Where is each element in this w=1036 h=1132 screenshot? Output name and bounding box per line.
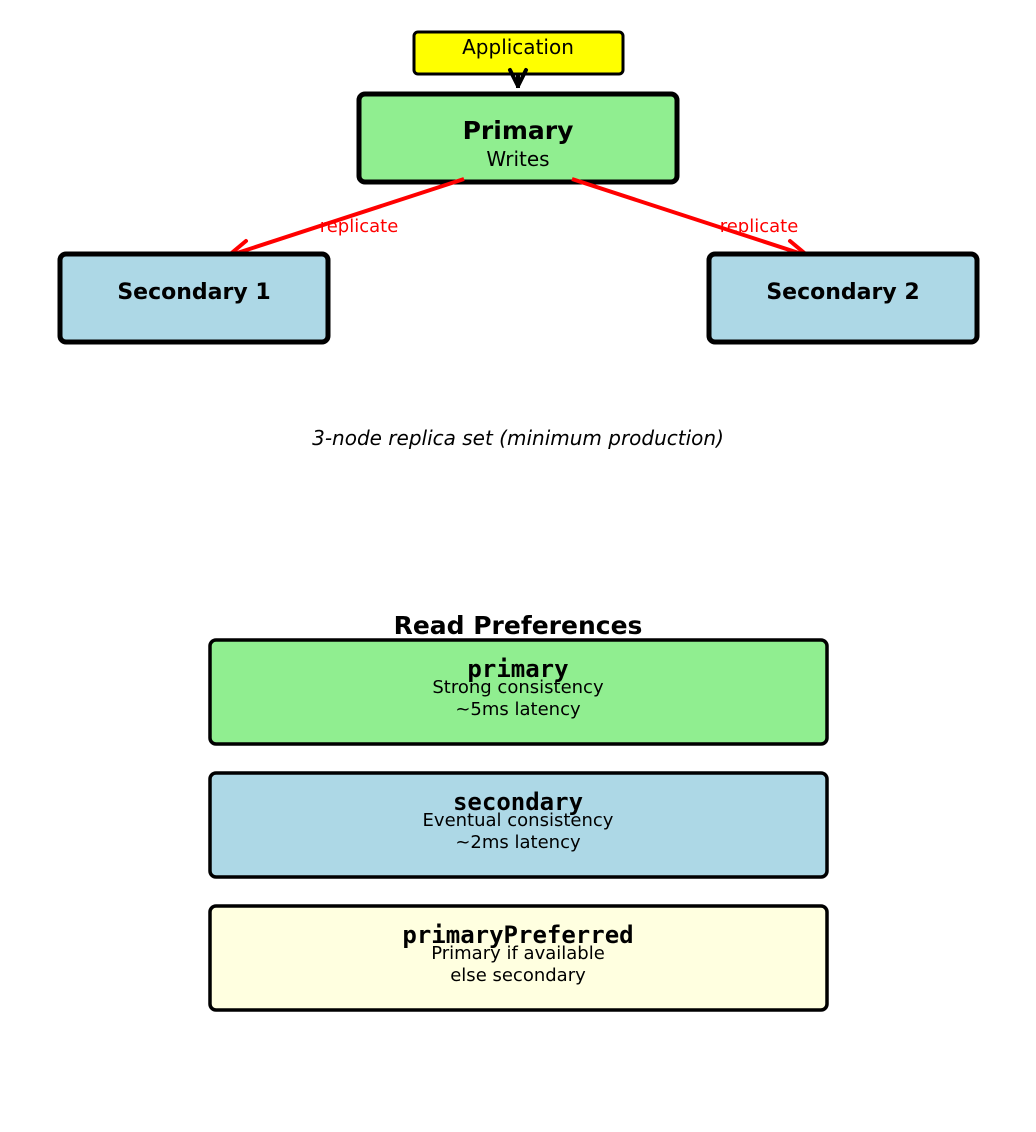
read-preference-primary-line1: Strong consistency [432, 677, 604, 698]
read-preference-primary-box [208, 638, 829, 746]
primary-subtitle: Writes [486, 147, 549, 171]
secondary-1-box [57, 251, 331, 345]
secondary-1-node: Secondary 1 [57, 251, 331, 345]
application-node: Application [412, 30, 625, 76]
read-preference-secondary-name: secondary [453, 788, 583, 816]
read-preference-primary-preferred: primaryPreferred Primary if available el… [208, 904, 829, 1012]
application-label: Application [462, 35, 574, 59]
secondary-1-title: Secondary 1 [117, 280, 270, 305]
read-preference-primary-preferred-line2: else secondary [450, 965, 586, 986]
secondary-2-title: Secondary 2 [766, 280, 919, 305]
read-preference-primary-preferred-box [208, 904, 829, 1012]
read-preference-primary-preferred-line1: Primary if available [431, 943, 605, 964]
read-preference-secondary-box [208, 771, 829, 879]
primary-node: Primary Writes [356, 91, 680, 185]
topology-caption: 3-node replica set (minimum production) [312, 426, 724, 450]
read-preference-secondary-line1: Eventual consistency [423, 810, 614, 831]
read-preference-primary-preferred-name: primaryPreferred [402, 921, 633, 949]
read-preference-primary-line2: ~5ms latency [455, 699, 581, 720]
application-to-primary-arrow [508, 68, 528, 88]
replicate-label-right: replicate [720, 216, 799, 237]
primary-title: Primary [463, 116, 574, 145]
replicate-label-left: replicate [320, 216, 399, 237]
read-preference-primary: primary Strong consistency ~5ms latency [208, 638, 829, 746]
secondary-2-node: Secondary 2 [706, 251, 980, 345]
read-preference-primary-name: primary [467, 655, 568, 683]
primary-box [356, 91, 680, 185]
read-preferences-heading: Read Preferences [394, 611, 643, 640]
read-preference-secondary-line2: ~2ms latency [455, 832, 581, 853]
read-preference-secondary: secondary Eventual consistency ~2ms late… [208, 771, 829, 879]
secondary-2-box [706, 251, 980, 345]
